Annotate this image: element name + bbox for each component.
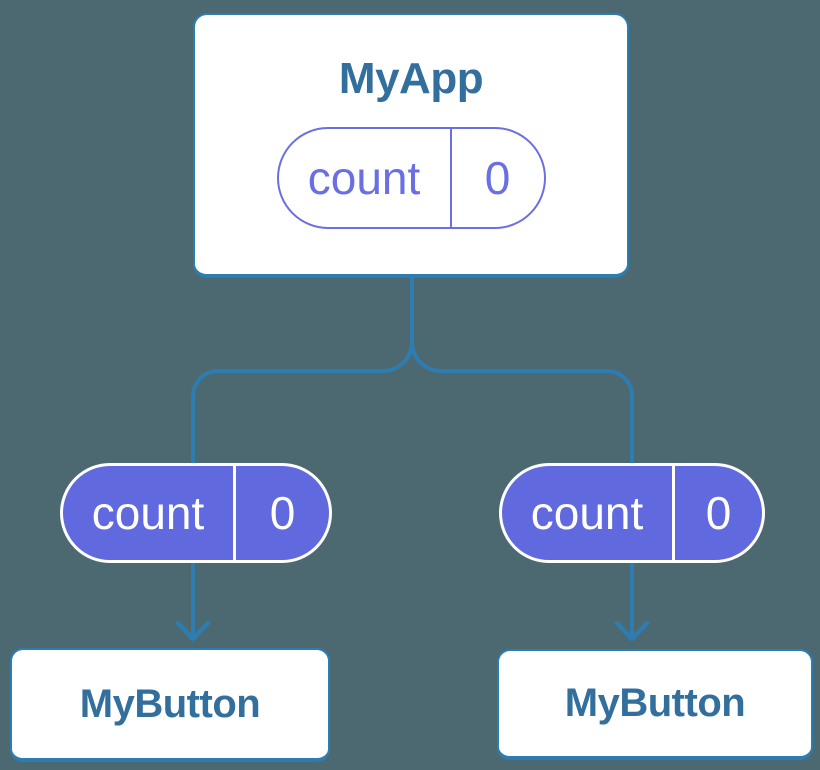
state-pill: count 0	[60, 463, 332, 563]
state-value-label: 0	[269, 487, 296, 539]
state-pill: count 0	[499, 463, 765, 563]
state-value-label: 0	[484, 151, 511, 204]
component-node-myapp: MyApp count 0	[193, 13, 629, 278]
component-title: MyButton	[564, 681, 746, 725]
state-name-label: count	[530, 487, 644, 539]
right-arrowhead-icon	[614, 620, 650, 642]
pill-divider	[672, 466, 675, 560]
branch-right-line	[410, 341, 634, 637]
state-name-label: count	[91, 487, 205, 539]
branch-left-line	[191, 341, 414, 637]
state-name-label: count	[307, 151, 421, 204]
pill-divider	[449, 128, 452, 227]
component-node-mybutton-left: MyButton	[10, 648, 330, 762]
left-arrowhead-icon	[175, 620, 211, 642]
component-title: MyButton	[79, 681, 261, 726]
pill-divider	[233, 466, 236, 560]
state-pill: count 0	[276, 126, 546, 229]
state-value-label: 0	[705, 487, 732, 539]
component-title: MyApp	[338, 54, 484, 103]
component-node-mybutton-right: MyButton	[497, 649, 813, 760]
